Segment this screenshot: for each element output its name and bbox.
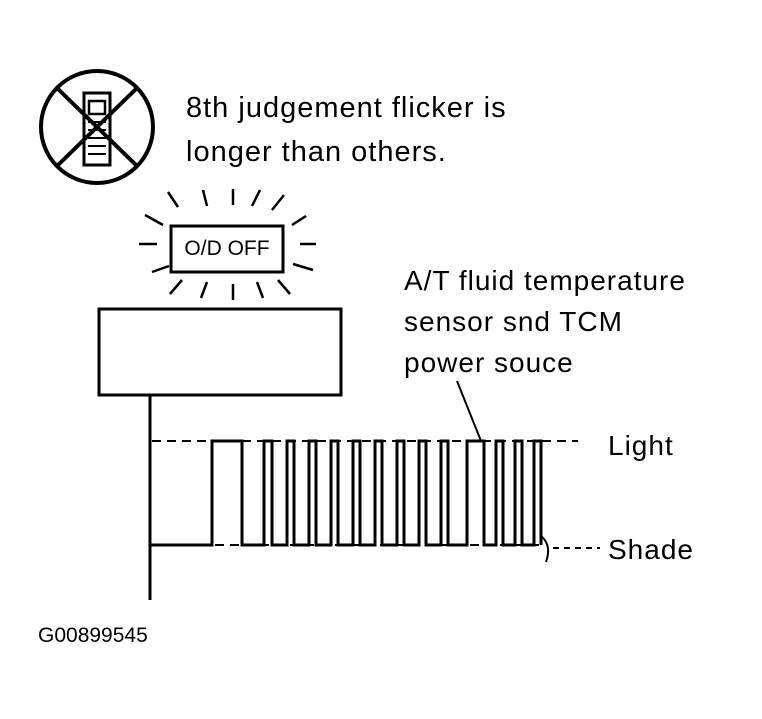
- callout-leader: [456, 380, 482, 442]
- note-line-2: longer than others.: [186, 136, 447, 168]
- callout-line-3: power souce: [404, 347, 574, 378]
- light-level-label: Light: [608, 430, 674, 461]
- no-shift-lever-icon: [39, 69, 155, 185]
- od-off-lamp: [169, 224, 285, 274]
- control-unit-box: [97, 307, 343, 397]
- callout-line-2: sensor snd TCM: [404, 306, 623, 337]
- shade-level-label: Shade: [608, 534, 694, 565]
- od-off-lamp-label: O/D OFF: [184, 237, 270, 260]
- callout-line-1: A/T fluid temperature: [404, 265, 686, 296]
- figure-id: G00899545: [38, 624, 148, 647]
- shade-leader-curl: [540, 535, 550, 563]
- lamp-flash-icon: [139, 189, 316, 300]
- flicker-waveform: [150, 439, 543, 547]
- note-line-1: 8th judgement flicker is: [186, 92, 507, 124]
